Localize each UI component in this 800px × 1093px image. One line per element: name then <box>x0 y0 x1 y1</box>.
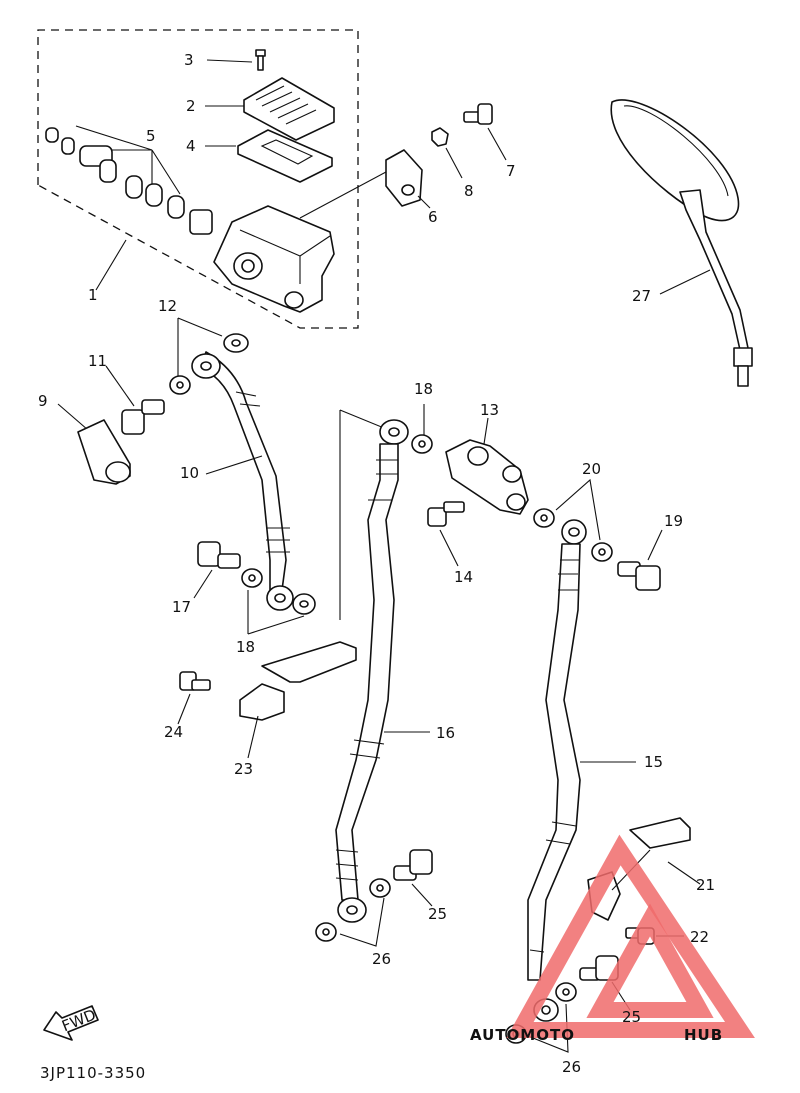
assembly-boundary <box>37 29 359 329</box>
callout-c12: 12 <box>158 297 177 315</box>
hose-clamp-23 <box>239 641 357 759</box>
watermark-part2: HUB <box>684 1026 723 1044</box>
brake-hose-10 <box>191 351 294 611</box>
fwd-label: FWD <box>59 1006 98 1036</box>
callout-c18b: 18 <box>414 380 433 398</box>
bolt-17 <box>193 541 241 599</box>
callout-c9: 9 <box>38 392 48 410</box>
callout-c2: 2 <box>186 97 196 115</box>
bolt-14 <box>427 501 465 567</box>
bolt-24 <box>177 671 211 725</box>
callout-c24: 24 <box>164 723 183 741</box>
callout-c20: 20 <box>582 460 601 478</box>
callout-labels: 1 2 3 4 5 6 7 8 9 10 11 12 13 14 15 16 1… <box>38 51 715 1076</box>
diagram-code: 3JP110-3350 <box>40 1064 146 1082</box>
callout-c26a: 26 <box>372 950 391 968</box>
callout-c25b: 25 <box>622 1008 641 1026</box>
callout-c15: 15 <box>644 753 663 771</box>
diaphragm-4 <box>205 129 333 183</box>
master-cylinder-body <box>213 171 387 313</box>
brake-joint-13 <box>445 417 529 515</box>
callout-c26b: 26 <box>562 1058 581 1076</box>
bolt-19 <box>617 529 663 591</box>
callout-c1: 1 <box>88 286 98 304</box>
washer-12 <box>169 317 249 395</box>
callout-c10: 10 <box>180 464 199 482</box>
washers-18-left <box>241 409 385 635</box>
callout-c16: 16 <box>436 724 455 742</box>
cap-9 <box>57 403 131 485</box>
brake-hose-16 <box>335 419 430 923</box>
washers-26-left <box>315 878 391 947</box>
watermark-logo: AUTOMOTO HUB <box>470 834 755 1044</box>
callout-c6: 6 <box>428 208 438 226</box>
callout-c27: 27 <box>632 287 651 305</box>
washer-18-right <box>411 404 433 454</box>
callout-c18a: 18 <box>236 638 255 656</box>
callout-c21: 21 <box>696 876 715 894</box>
callout-c14: 14 <box>454 568 473 586</box>
callout-c4: 4 <box>186 137 196 155</box>
washers-20 <box>533 478 613 562</box>
bracket-6 <box>385 149 431 209</box>
callout-c5: 5 <box>146 127 156 145</box>
callout-c23: 23 <box>234 760 253 778</box>
callout-c11: 11 <box>88 352 107 370</box>
watermark-part1: AUTOMOTO <box>470 1026 575 1044</box>
callout-c19: 19 <box>664 512 683 530</box>
bolt-25-left <box>393 849 433 907</box>
brake-hose-15 <box>527 519 636 1022</box>
nut-8 <box>431 127 463 179</box>
callout-c22: 22 <box>690 928 709 946</box>
callout-c8: 8 <box>464 182 474 200</box>
mirror-27 <box>610 99 753 387</box>
callout-c17: 17 <box>172 598 191 616</box>
reservoir-cap-2 <box>205 77 335 141</box>
banjo-bolt-11 <box>105 365 165 435</box>
callout-c25a: 25 <box>428 905 447 923</box>
bolt-7 <box>463 103 507 161</box>
callout-c3: 3 <box>184 51 194 69</box>
screw-3 <box>206 49 266 71</box>
piston-kit-5 <box>45 125 213 235</box>
fwd-arrow-icon: FWD <box>43 1005 99 1041</box>
callout-c13: 13 <box>480 401 499 419</box>
callout-c7: 7 <box>506 162 516 180</box>
